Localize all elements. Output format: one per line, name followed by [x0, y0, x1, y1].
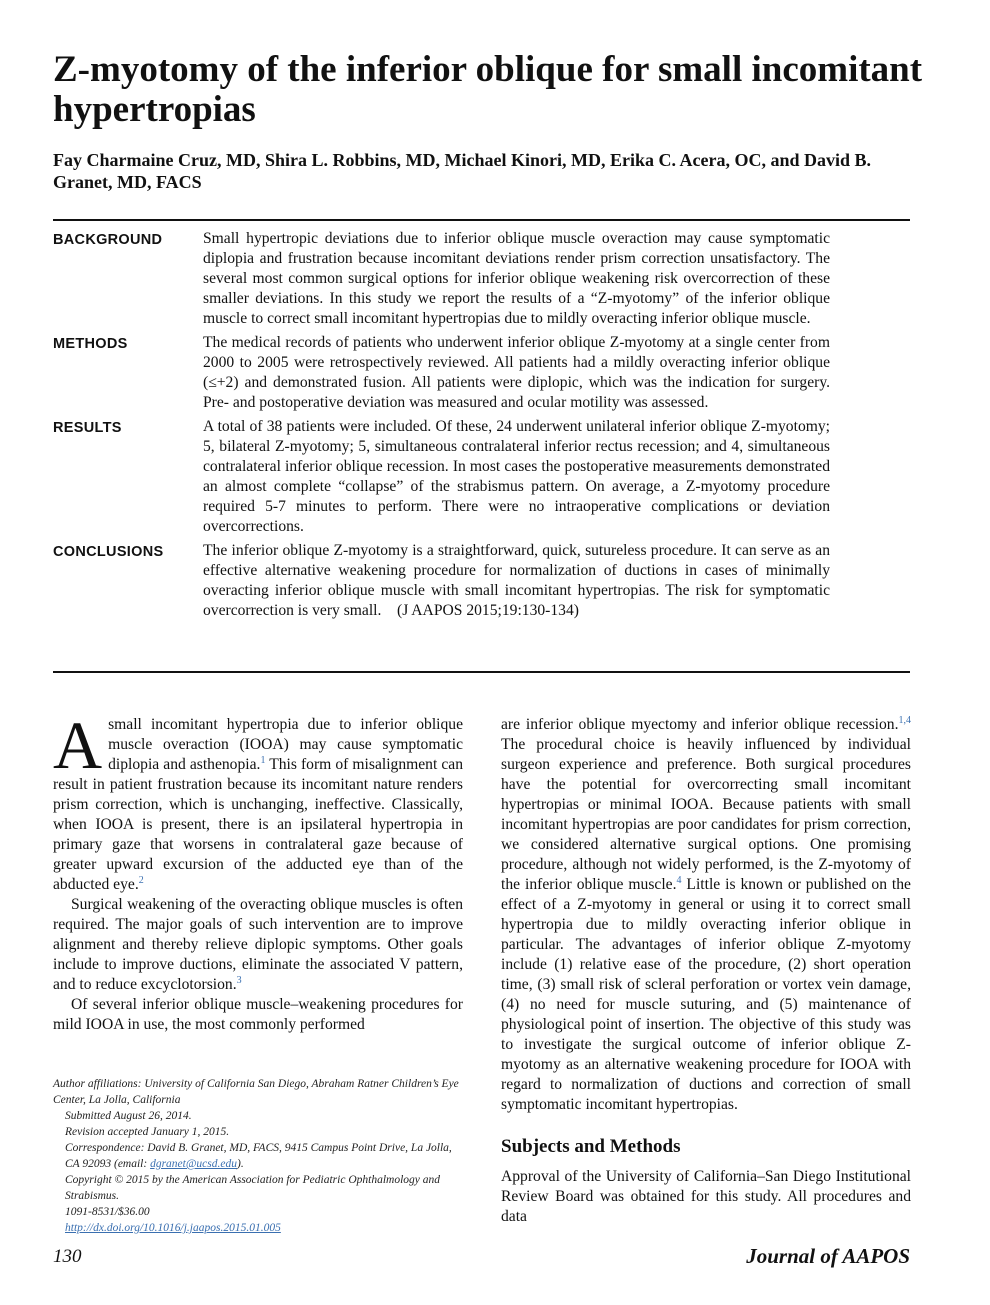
footnote-doi: http://dx.doi.org/10.1016/j.jaapos.2015.…: [53, 1220, 463, 1236]
reference-link[interactable]: 1: [260, 754, 266, 766]
footnote-affiliations: Author affiliations: University of Calif…: [53, 1078, 459, 1106]
abstract-methods: METHODS The medical records of patients …: [53, 333, 910, 413]
footnote-text: Correspondence: David B. Granet, MD, FAC…: [65, 1142, 452, 1170]
abstract-background-text: Small hypertropic deviations due to infe…: [203, 230, 830, 327]
abstract-top-rule: [53, 219, 910, 221]
body-paragraph: are inferior oblique myectomy and inferi…: [501, 715, 911, 1115]
abstract-methods-label: METHODS: [53, 336, 128, 352]
body-paragraph: Surgical weakening of the overacting obl…: [53, 895, 463, 995]
section-heading: Subjects and Methods: [501, 1136, 681, 1157]
abstract-conclusions: CONCLUSIONS The inferior oblique Z-myoto…: [53, 541, 910, 621]
abstract-background: BACKGROUND Small hypertropic deviations …: [53, 229, 910, 329]
body-text: Surgical weakening of the overacting obl…: [53, 896, 463, 993]
body-text: small incomitant hypertropia due to infe…: [108, 716, 463, 773]
body-text: The procedural choice is heavily influen…: [501, 736, 911, 893]
email-link[interactable]: dgranet@ucsd.edu: [150, 1158, 237, 1170]
footnote-revision: Revision accepted January 1, 2015.: [65, 1126, 230, 1138]
body-text: are inferior oblique myectomy and inferi…: [501, 716, 899, 733]
abstract-bottom-rule: [53, 671, 910, 673]
reference-link[interactable]: 2: [138, 874, 144, 886]
body-column-right: are inferior oblique myectomy and inferi…: [501, 715, 911, 1227]
abstract-results-text: A total of 38 patients were included. Of…: [203, 418, 830, 535]
reference-link[interactable]: 1,4: [898, 714, 912, 726]
abstract-results: RESULTS A total of 38 patients were incl…: [53, 417, 910, 537]
reference-link[interactable]: 4: [676, 874, 682, 886]
body-text: Little is known or published on the effe…: [501, 876, 911, 1113]
article-footnotes: Author affiliations: University of Calif…: [53, 1076, 463, 1236]
conclusions-body: The inferior oblique Z-myotomy is a stra…: [203, 542, 830, 619]
abstract-conclusions-label: CONCLUSIONS: [53, 544, 164, 560]
abstract-conclusions-text: The inferior oblique Z-myotomy is a stra…: [203, 541, 830, 621]
footnote-text: ).: [237, 1158, 244, 1170]
body-paragraph: Of several inferior oblique muscle–weake…: [53, 996, 463, 1033]
reference-link[interactable]: 3: [236, 974, 242, 986]
footnote-copyright: Copyright © 2015 by the American Associa…: [65, 1174, 441, 1202]
article-title: Z-myotomy of the inferior oblique for sm…: [53, 49, 923, 130]
abstract-results-label: RESULTS: [53, 420, 122, 436]
drop-cap: A: [53, 707, 103, 783]
body-text: This form of misalignment can result in …: [53, 756, 463, 893]
footnote-submitted: Submitted August 26, 2014.: [65, 1110, 192, 1122]
journal-name: Journal of AAPOS: [746, 1244, 910, 1268]
author-list: Fay Charmaine Cruz, MD, Shira L. Robbins…: [53, 150, 871, 192]
footnote-issn: 1091-8531/$36.00: [65, 1206, 150, 1218]
citation: (J AAPOS 2015;19:130-134): [397, 602, 579, 619]
page-number: 130: [53, 1246, 82, 1267]
abstract-background-label: BACKGROUND: [53, 232, 163, 248]
body-paragraph: Approval of the University of California…: [501, 1168, 911, 1225]
abstract: BACKGROUND Small hypertropic deviations …: [53, 229, 910, 625]
abstract-methods-text: The medical records of patients who unde…: [203, 334, 830, 411]
footnote-correspondence: Correspondence: David B. Granet, MD, FAC…: [53, 1140, 463, 1172]
doi-link[interactable]: http://dx.doi.org/10.1016/j.jaapos.2015.…: [65, 1222, 281, 1234]
